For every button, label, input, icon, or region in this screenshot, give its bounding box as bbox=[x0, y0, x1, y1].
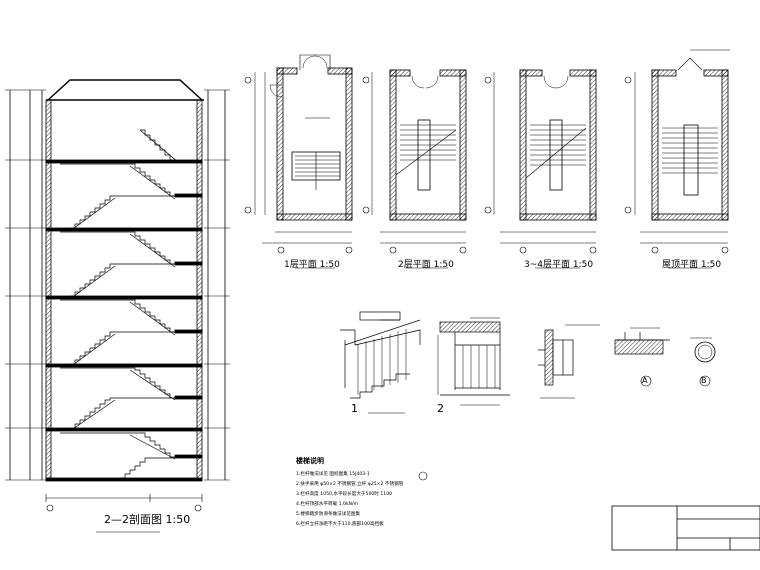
plan-2-title: 2层平面 1:50 bbox=[398, 260, 454, 270]
section-view bbox=[5, 79, 230, 533]
note-line: 4.栏杆顶部水平荷载 1.0kN/m bbox=[296, 502, 359, 507]
notes-heading: 楼梯说明 bbox=[296, 457, 324, 465]
note-line: 3.栏杆高度 1050,水平段长度大于500时 1100 bbox=[296, 492, 393, 497]
section-title: 2—2剖面图 1:50 bbox=[104, 513, 191, 526]
title-block bbox=[611, 505, 760, 551]
detail-b-handrail-section bbox=[690, 337, 716, 387]
plan-2 bbox=[362, 69, 467, 269]
plan-1 bbox=[244, 54, 353, 269]
detail-2-railing bbox=[437, 317, 510, 406]
detail-2-marker: 2 bbox=[437, 402, 444, 415]
plan-3 bbox=[484, 69, 597, 269]
detail-3-rail-anchor bbox=[538, 324, 600, 399]
plan-4 bbox=[624, 49, 730, 269]
detail-1-marker: 1 bbox=[351, 402, 358, 415]
plan-3-title: 3~4层平面 1:50 bbox=[524, 260, 594, 270]
plan-1-title: 1层平面 1:50 bbox=[284, 260, 340, 270]
detail-1-railing bbox=[340, 311, 421, 414]
note-line: 2.扶手采用 φ50×2 不锈钢管,立杆 φ25×2 不锈钢管 bbox=[296, 482, 404, 487]
note-line: 5.楼梯踏步防滑条做法详见图集 bbox=[296, 512, 361, 517]
detail-a-label: A bbox=[642, 376, 648, 385]
note-reference-marker bbox=[418, 471, 428, 481]
note-line: 6.栏杆立杆净距不大于110,底部100高挡板 bbox=[296, 522, 384, 527]
detail-a-tread bbox=[614, 327, 670, 387]
detail-b-label: B bbox=[701, 376, 707, 385]
plan-4-title: 屋顶平面 1:50 bbox=[662, 260, 722, 270]
note-line: 1.栏杆做法详见 国标图集 15J403-1 bbox=[296, 472, 370, 477]
